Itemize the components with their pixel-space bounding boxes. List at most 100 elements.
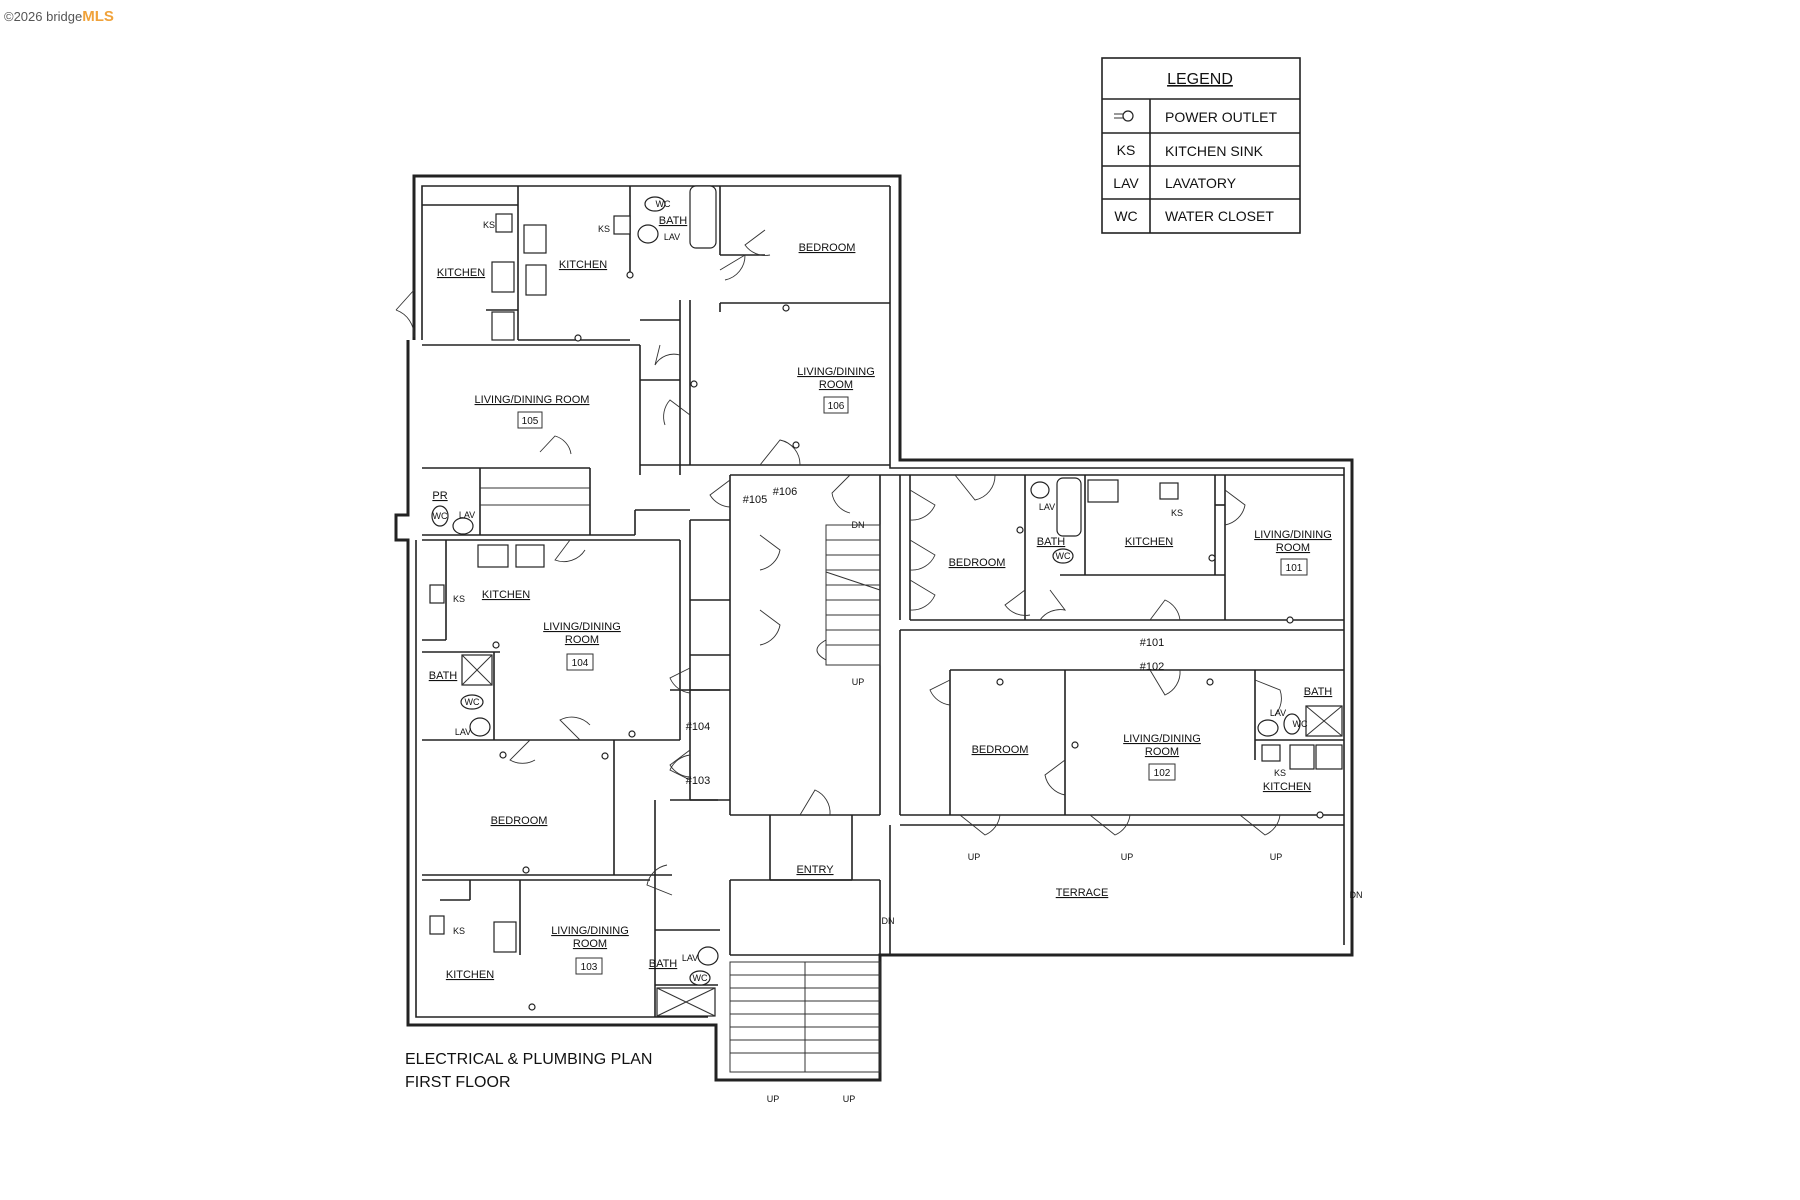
stove-icon [493, 921, 517, 953]
room-label-kitchen: KITCHEN [1125, 536, 1173, 548]
power-outlet-icon [1316, 811, 1324, 819]
door-number-104: #104 [686, 721, 710, 733]
stair-up-label: UP [1270, 852, 1283, 862]
lavatory-icon [697, 946, 719, 966]
plan-title-line1: ELECTRICAL & PLUMBING PLAN [405, 1051, 652, 1068]
kitchen-sink-icon [1159, 482, 1179, 500]
room-label-living-dining: LIVING/DINING [551, 925, 629, 937]
room-label-bath: BATH [429, 670, 458, 682]
room-labels: KITCHEN KITCHEN BATH BEDROOM LIVING/DINI… [429, 215, 1333, 981]
room-label-kitchen: KITCHEN [437, 267, 485, 279]
watermark-prefix: ©2026 bridge [4, 9, 83, 24]
room-label-room: ROOM [819, 379, 853, 391]
room-label-living-dining: LIVING/DINING [797, 366, 875, 378]
toilet-icon [431, 505, 449, 527]
room-label-terrace: TERRACE [1056, 887, 1109, 899]
power-outlet-icon [1206, 678, 1214, 686]
power-outlet-legend-icon [1114, 110, 1134, 122]
door-number-101: #101 [1140, 637, 1164, 649]
fixture-mark-lav: LAV [455, 727, 471, 737]
door-numbers: #105 #106 #104 #103 #101 #102 [686, 486, 1164, 787]
fixture-mark-lav: LAV [664, 232, 680, 242]
building-walls [394, 174, 1354, 1082]
power-outlet-icon [492, 641, 500, 649]
stove-icon [1087, 479, 1119, 503]
toilet-icon [644, 196, 666, 212]
bathtub-icon [689, 185, 717, 249]
room-label-bedroom: BEDROOM [972, 744, 1029, 756]
toilet-icon [1283, 713, 1301, 735]
power-outlet-icon [1016, 526, 1024, 534]
unit-number-103: 103 [581, 962, 598, 973]
lavatory-icon [1257, 719, 1279, 737]
kitchen-sink-icon [1261, 744, 1281, 762]
toilet-icon [460, 694, 484, 710]
plan-title-line2: FIRST FLOOR [405, 1074, 511, 1091]
fixture-mark-wc: WC [433, 511, 448, 521]
door-swings [395, 229, 1282, 896]
fixture-mark-ks: KS [483, 220, 495, 230]
legend-label-water-closet: WATER CLOSET [1165, 208, 1274, 224]
stove-icon [477, 544, 509, 568]
legend-label-power-outlet: POWER OUTLET [1165, 109, 1277, 125]
stair-up-label: UP [968, 852, 981, 862]
legend-code-wc: WC [1114, 208, 1137, 224]
room-label-bedroom: BEDROOM [799, 242, 856, 254]
power-outlet-icon [601, 752, 609, 760]
lavatory-icon [1030, 481, 1050, 499]
room-label-bedroom: BEDROOM [949, 557, 1006, 569]
fixture-mark-wc: WC [465, 697, 480, 707]
legend-title: LEGEND [1167, 71, 1233, 88]
legend: LEGEND POWER OUTLET KS KITCHEN SINK LAV … [1101, 57, 1301, 234]
fixture-marks: KS KS KS KS KS KS LAV LAV LAV LAV LAV LA… [433, 199, 1308, 983]
room-label-entry: ENTRY [796, 864, 834, 876]
door-number-106: #106 [773, 486, 797, 498]
fixture-mark-ks: KS [1171, 508, 1183, 518]
fixture-mark-wc: WC [1293, 719, 1308, 729]
room-label-kitchen: KITCHEN [482, 589, 530, 601]
fixture-mark-lav: LAV [459, 510, 475, 520]
main-stair [816, 524, 881, 666]
legend-code-ks: KS [1117, 142, 1136, 158]
stair-down-label: DN [1350, 890, 1363, 900]
power-outlet-icon [574, 334, 582, 342]
power-outlet-icon [628, 730, 636, 738]
power-outlet-icon [792, 441, 800, 449]
room-label-living-dining: LIVING/DINING ROOM [475, 394, 590, 406]
room-label-living-dining: LIVING/DINING [1123, 733, 1201, 745]
room-label-bath: BATH [659, 215, 688, 227]
unit-number-104: 104 [572, 658, 589, 669]
room-label-kitchen: KITCHEN [559, 259, 607, 271]
toilet-icon [689, 970, 711, 986]
kitchen-sink-icon [613, 215, 631, 235]
fixture-mark-lav: LAV [1039, 502, 1055, 512]
room-label-bath: BATH [1304, 686, 1333, 698]
kitchen-sink-icon [495, 213, 513, 233]
refrigerator-icon [1315, 744, 1343, 770]
unit-number-105: 105 [522, 416, 539, 427]
stair-up-label: UP [1121, 852, 1134, 862]
power-outlet-icon [528, 1003, 536, 1011]
power-outlet-icon [1286, 616, 1294, 624]
fixture-mark-lav: LAV [682, 953, 698, 963]
toilet-icon [1052, 548, 1074, 564]
kitchen-sink-icon [429, 584, 445, 604]
kitchen-sink-icon [429, 915, 445, 935]
fixture-mark-wc: WC [656, 199, 671, 209]
door-number-105: #105 [743, 494, 767, 506]
stair-down-label: DN [852, 520, 865, 530]
unit-number-101: 101 [1286, 563, 1303, 574]
stove-icon [525, 264, 547, 296]
room-label-living-dining: LIVING/DINING [1254, 529, 1332, 541]
fixture-mark-lav: LAV [1270, 708, 1286, 718]
fixture-mark-wc: WC [1056, 551, 1071, 561]
room-label-bath: BATH [649, 958, 678, 970]
fixture-mark-ks: KS [598, 224, 610, 234]
fixture-mark-ks: KS [453, 594, 465, 604]
fixtures [429, 185, 1343, 1017]
stair-up-label: UP [843, 1094, 856, 1104]
stove-icon [1289, 744, 1315, 770]
room-label-room: ROOM [1145, 746, 1179, 758]
power-outlet-icon [1208, 554, 1216, 562]
